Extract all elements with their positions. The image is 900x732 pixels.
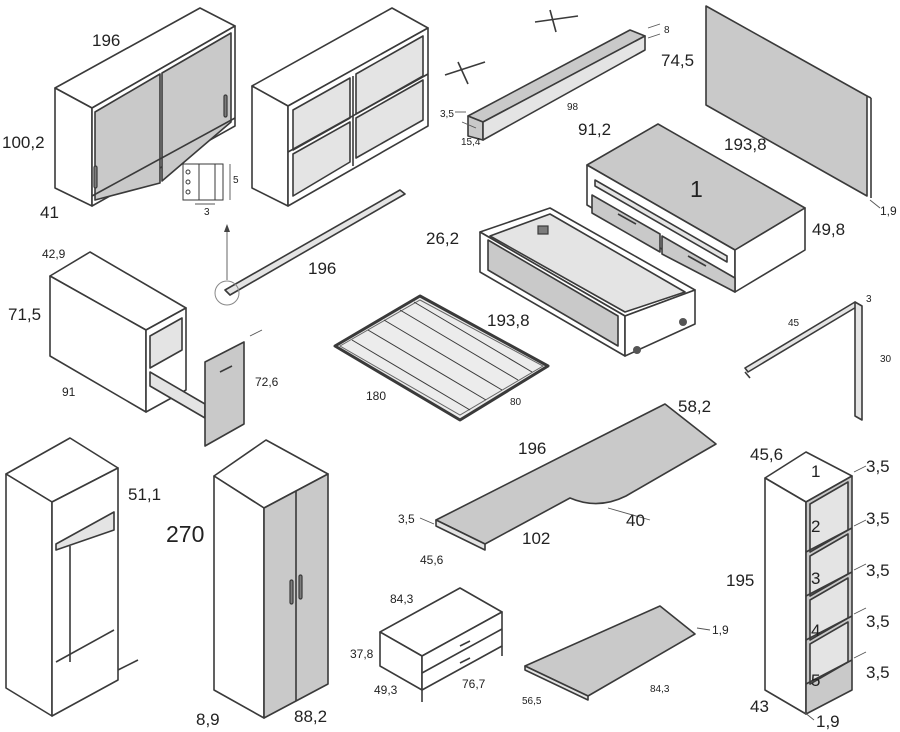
shelf-length-label: 91,2 <box>578 120 611 139</box>
shelf-width-label: 74,5 <box>661 51 694 70</box>
trundle-drawer: 26,2 <box>426 207 696 357</box>
bracket-width-label: 45 <box>788 318 800 329</box>
bookcase-num5: 5 <box>811 671 820 690</box>
top-width-label: 84,3 <box>650 684 670 695</box>
base-width-label: 180 <box>366 389 386 403</box>
bookcase-num3: 3 <box>811 569 820 588</box>
mounting-brackets <box>444 9 579 85</box>
rail-length-label: 196 <box>308 259 336 278</box>
bed-depth-label: 49,8 <box>812 220 845 239</box>
desk-width-label: 58,2 <box>678 397 711 416</box>
bookcase-num1: 1 <box>811 462 820 481</box>
desk-unit-depth-label: 42,9 <box>42 247 66 261</box>
base-length-label: 193,8 <box>487 311 530 330</box>
shelf-length-top-label: 98 <box>567 102 579 113</box>
desk-return-label: 40 <box>626 511 645 530</box>
bookcase-depth-label: 43 <box>750 697 769 716</box>
wall-cabinet-width-label: 196 <box>92 31 120 50</box>
chest-depth-label: 49,3 <box>374 683 398 697</box>
wall-panel: 1,9 <box>705 5 897 218</box>
shelf-depth-label: 15,4 <box>461 137 481 148</box>
table-top: 1,9 56,5 84,3 <box>522 605 729 707</box>
bookcase-side-label: 1,9 <box>816 712 840 731</box>
wall-shelf: 8 74,5 98 3,5 15,4 91,2 <box>440 23 694 148</box>
bookcase-width-label: 45,6 <box>750 445 783 464</box>
chest-height-label: 37,8 <box>350 647 374 661</box>
bed-number-label: 1 <box>690 176 703 202</box>
open-wardrobe: 51,1 <box>5 437 161 717</box>
wall-cabinet-depth-label: 41 <box>40 203 59 222</box>
desk-front-label: 102 <box>522 529 550 548</box>
bracket-height-label: 30 <box>880 354 892 365</box>
desk-thickness-label: 3,5 <box>398 512 415 526</box>
desk-unit-height-label: 71,5 <box>8 305 41 324</box>
open-shelf-unit <box>251 7 429 207</box>
bookcase: 45,6 195 43 1,9 3,5 3,5 3,5 3,5 3,5 1 2 … <box>726 445 890 731</box>
base-depth-label: 80 <box>510 397 522 408</box>
chest-front-label: 76,7 <box>462 677 486 691</box>
bookcase-height-label: 195 <box>726 571 754 590</box>
bookcase-num2: 2 <box>811 517 820 536</box>
shelf-thickness-label: 3,5 <box>440 109 454 120</box>
top-depth-label: 56,5 <box>522 696 542 707</box>
desk-unit-width-label: 91 <box>62 385 76 399</box>
top-thickness-label: 1,9 <box>712 623 729 637</box>
bed-length-label: 193,8 <box>724 135 767 154</box>
slatted-base: 193,8 180 80 <box>333 294 550 422</box>
wardrobe-width2-label: 88,2 <box>294 707 327 726</box>
desk-unit: 42,9 71,5 91 72,6 <box>8 247 279 447</box>
wardrobe-width1-label: 8,9 <box>196 710 220 729</box>
hinge-detail: 5 3 <box>182 163 239 218</box>
chest-width-label: 84,3 <box>390 592 414 606</box>
wall-cabinet: 196 100,2 41 <box>2 7 236 222</box>
hanging-rail: 196 <box>214 189 406 306</box>
trundle-height-label: 26,2 <box>426 229 459 248</box>
chest-of-drawers: 84,3 37,8 49,3 76,7 <box>350 587 503 702</box>
bed-module: 193,8 1 49,8 <box>586 123 845 293</box>
bookcase-shelf3-label: 3,5 <box>866 561 890 580</box>
wall-cabinet-height-label: 100,2 <box>2 133 45 152</box>
bracket-thickness-label: 3 <box>866 294 872 305</box>
desk-top: 196 58,2 3,5 40 102 45,6 <box>398 397 717 567</box>
hinge-height-label: 5 <box>233 175 239 186</box>
bookcase-shelf4-label: 3,5 <box>866 612 890 631</box>
bookcase-shelf1-label: 3,5 <box>866 457 890 476</box>
bookcase-shelf2-label: 3,5 <box>866 509 890 528</box>
bookcase-shelf5-label: 3,5 <box>866 663 890 682</box>
bookcase-num4: 4 <box>811 621 820 640</box>
l-bracket: 45 3 30 <box>744 294 892 421</box>
hinge-width-label: 3 <box>204 207 210 218</box>
wardrobe-depth-label: 51,1 <box>128 485 161 504</box>
wardrobe-height-label: 270 <box>166 521 204 547</box>
closed-wardrobe: 270 8,9 88,2 <box>166 439 329 729</box>
desk-length-label: 196 <box>518 439 546 458</box>
panel-thickness-label: 1,9 <box>880 204 897 218</box>
desk-depth-label: 45,6 <box>420 553 444 567</box>
shelf-height-label: 8 <box>664 25 670 36</box>
drawer-height-label: 72,6 <box>255 375 279 389</box>
